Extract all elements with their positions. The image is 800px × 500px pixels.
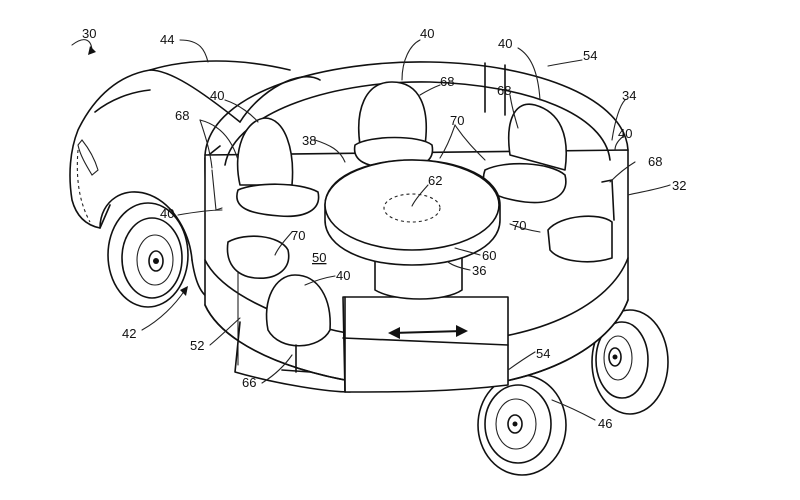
ref-table-arm: 70 xyxy=(450,113,464,128)
ref-table-stem: 36 xyxy=(472,263,486,278)
ref-arm-top-center: 68 xyxy=(440,74,454,89)
ref-seat-top-right: 40 xyxy=(498,36,512,51)
ref-table-post: 38 xyxy=(302,133,316,148)
ref-rear-wheel: 46 xyxy=(598,416,612,431)
seat-top-left xyxy=(211,117,320,218)
ref-arm-right: 68 xyxy=(648,154,662,169)
ref-seat-left-top: 40 xyxy=(210,88,224,103)
seat-front xyxy=(265,274,331,373)
ref-table-center: 62 xyxy=(428,173,442,188)
seat-top-right xyxy=(482,103,567,204)
ref-seam-bottom: 54 xyxy=(536,346,550,361)
ref-figure: 30 xyxy=(82,26,96,41)
ref-enclosure-edge: 34 xyxy=(622,88,636,103)
ref-seat-right: 40 xyxy=(618,126,632,141)
ref-front-assembly: 42 xyxy=(122,326,136,341)
seat-left-lower xyxy=(226,235,290,279)
ref-seat-front: 40 xyxy=(336,268,350,283)
ref-table-arm-right: 70 xyxy=(512,218,526,233)
ref-arm-top-right: 68 xyxy=(497,83,511,98)
ref-enclosure-seam-top: 54 xyxy=(583,48,597,63)
ref-table-arm-left: 70 xyxy=(291,228,305,243)
ref-seat-support: 66 xyxy=(242,375,256,390)
leader-lines xyxy=(71,39,671,421)
ref-seat-top-center: 40 xyxy=(420,26,434,41)
ref-cabin-floor: 50 xyxy=(312,250,326,265)
rear-wheel-right xyxy=(591,309,669,415)
ref-vehicle: 44 xyxy=(160,32,174,47)
ref-table-base: 60 xyxy=(482,248,496,263)
ref-seat-left-lower: 40 xyxy=(160,206,174,221)
double-arrow-icon xyxy=(388,325,468,339)
reference-numerals: 30 44 40 40 54 34 40 68 68 68 68 40 40 3… xyxy=(82,26,686,431)
ref-arm-left: 68 xyxy=(175,108,189,123)
ref-enclosure-bottom-seam: 52 xyxy=(190,338,204,353)
front-wheel xyxy=(107,202,189,308)
rear-wheel-center xyxy=(477,374,567,476)
ref-enclosure-right: 32 xyxy=(672,178,686,193)
